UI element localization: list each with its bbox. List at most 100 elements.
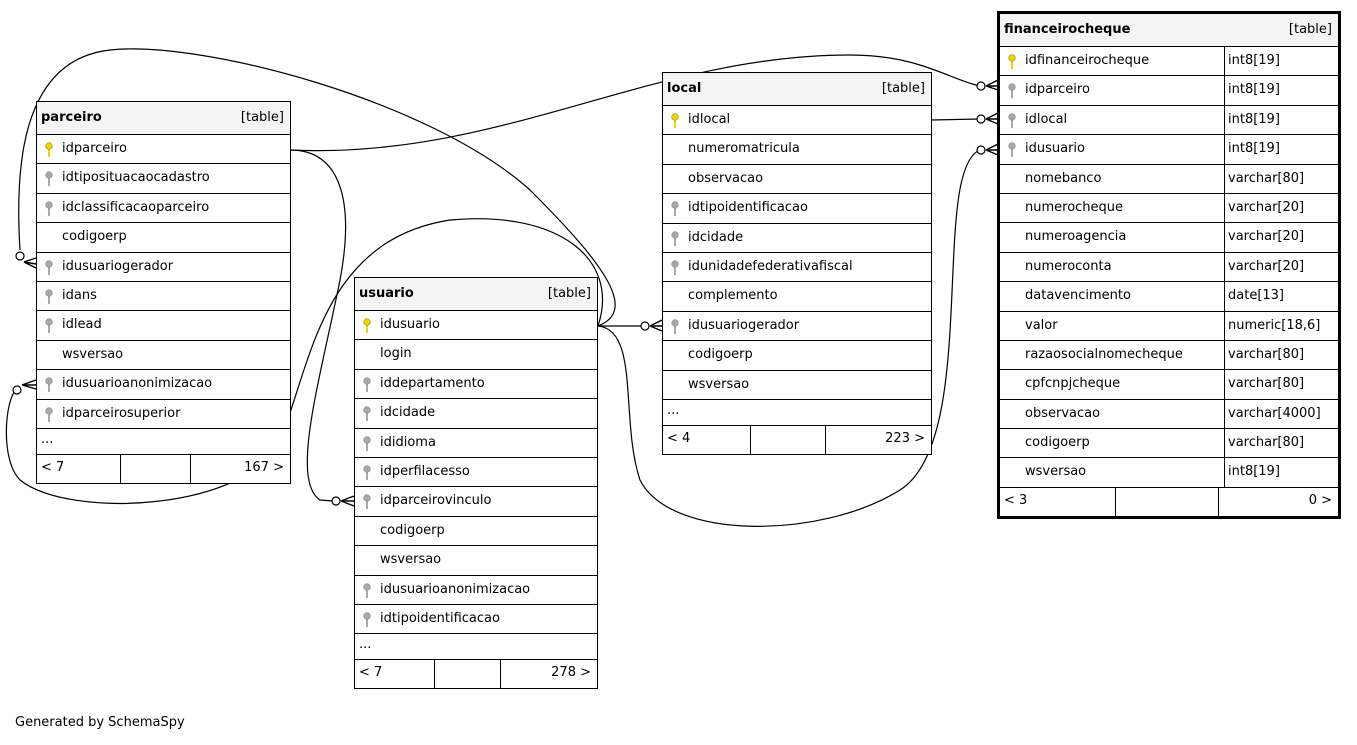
table-name[interactable]: usuario	[359, 286, 414, 301]
foreign-key-icon	[1008, 113, 1016, 128]
child-count[interactable]: 167 >	[244, 459, 284, 475]
column-row[interactable]: ididioma	[355, 429, 597, 458]
column-row[interactable]: idparceirovinculo	[355, 487, 597, 517]
column-row[interactable]: login	[355, 340, 597, 370]
foreign-key-icon	[363, 377, 371, 392]
parent-count[interactable]: < 7	[37, 454, 121, 483]
column-name-text: idcidade	[688, 229, 744, 245]
column-name: idparceirosuperior	[37, 400, 290, 428]
column-row[interactable]: idtipoidentificacao	[663, 194, 931, 224]
column-row[interactable]: idlead	[37, 311, 290, 341]
parent-count[interactable]: < 4	[663, 425, 751, 454]
foreign-key-icon	[1008, 83, 1016, 99]
column-name: numeroagencia	[1000, 223, 1224, 251]
child-count[interactable]: 223 >	[885, 430, 925, 446]
table-type-label: [table]	[547, 286, 591, 301]
column-row[interactable]: idclassificacaoparceiro	[37, 194, 290, 224]
column-name: iddepartamento	[355, 370, 597, 398]
table-financeirocheque[interactable]: financeirocheque[table]idfinanceirochequ…	[997, 11, 1341, 519]
column-name-text: idlead	[62, 317, 102, 333]
column-row[interactable]: codigoerp	[355, 517, 597, 547]
column-name-text: numeroagencia	[1025, 229, 1127, 245]
child-count[interactable]: 0 >	[1308, 492, 1332, 508]
column-name-text: codigoerp	[1025, 435, 1090, 451]
column-row[interactable]: wsversao	[663, 371, 931, 400]
column-name-text: idparceiro	[1025, 82, 1090, 98]
column-name: idperfilacesso	[355, 458, 597, 486]
column-row[interactable]: idcidade	[355, 399, 597, 429]
column-row[interactable]: codigoerp	[663, 341, 931, 371]
column-row[interactable]: idtipoidentificacao	[355, 605, 597, 635]
edge-parceiro-idusuarioanonimizacao-to-usuario	[5, 218, 604, 504]
column-row[interactable]: idusuarioanonimizacao	[37, 370, 290, 400]
table-name[interactable]: local	[667, 81, 702, 96]
column-row[interactable]: idcidade	[663, 224, 931, 253]
column-row[interactable]: idusuariogerador	[37, 253, 290, 282]
table-name[interactable]: parceiro	[41, 110, 102, 125]
column-row[interactable]: codigoerp	[37, 223, 290, 253]
column-name: idusuariogerador	[37, 253, 290, 281]
column-name: idusuariogerador	[663, 312, 931, 340]
column-name-text: wsversao	[1025, 464, 1087, 480]
table-name[interactable]: financeirocheque	[1004, 22, 1131, 37]
more-columns-ellipsis: ...	[37, 429, 290, 455]
table-footer: < 7 278 >	[355, 660, 597, 689]
column-row[interactable]: idusuariogerador	[663, 312, 931, 342]
column-name: idusuario	[1000, 135, 1224, 163]
parent-count[interactable]: < 7	[355, 660, 435, 689]
column-row[interactable]: numeromatricula	[663, 135, 931, 165]
column-row[interactable]: complemento	[663, 282, 931, 312]
column-name-text: complemento	[688, 288, 778, 304]
column-row[interactable]: idperfilacesso	[355, 458, 597, 488]
column-type: varchar[80]	[1224, 429, 1338, 458]
column-row[interactable]: idans	[37, 282, 290, 312]
table-header: parceiro[table]	[37, 102, 290, 135]
column-name: idtiposituacaocadastro	[37, 164, 290, 192]
column-row[interactable]: wsversao	[355, 546, 597, 576]
parent-count[interactable]: < 3	[1000, 487, 1116, 516]
column-row[interactable]: wsversao	[37, 341, 290, 371]
column-name-text: idusuariogerador	[62, 258, 174, 274]
footer-spacer	[121, 454, 191, 483]
column-name: login	[355, 340, 597, 368]
column-name-text: idparceirovinculo	[380, 493, 492, 509]
column-row[interactable]: idusuarioanonimizacao	[355, 576, 597, 605]
column-row[interactable]: idusuario	[355, 311, 597, 341]
column-name-text: codigoerp	[62, 229, 127, 245]
column-name-text: idusuarioanonimizacao	[62, 376, 213, 392]
column-row[interactable]: idtiposituacaocadastro	[37, 164, 290, 194]
column-row[interactable]: idlocal	[663, 106, 931, 136]
child-count[interactable]: 278 >	[551, 665, 591, 681]
column-row[interactable]: idparceirosuperior	[37, 400, 290, 429]
foreign-key-icon	[45, 171, 53, 187]
column-name-text: idparceiro	[62, 141, 127, 156]
foreign-key-icon	[671, 319, 679, 334]
column-row[interactable]: idparceiro	[37, 135, 290, 165]
column-name: codigoerp	[663, 341, 931, 369]
footer-spacer	[435, 660, 501, 689]
column-row[interactable]: iddepartamento	[355, 370, 597, 400]
column-row[interactable]: codigoerp varchar[80]	[1000, 429, 1338, 459]
column-row[interactable]: observacao	[663, 165, 931, 195]
table-parceiro[interactable]: parceiro[table] idparceiro idtiposituacaoc…	[36, 101, 291, 484]
column-name: idtipoidentificacao	[355, 605, 597, 633]
foreign-key-icon	[363, 494, 371, 510]
column-name-text: ididioma	[380, 434, 436, 450]
column-row[interactable]: idunidadefederativafiscal	[663, 253, 931, 283]
